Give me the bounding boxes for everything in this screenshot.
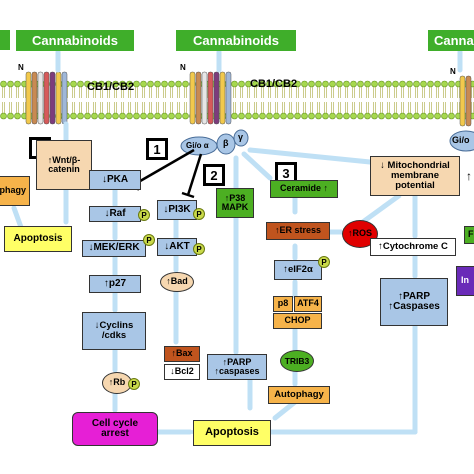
n-terminal-center: N: [180, 63, 186, 72]
g-gamma-shape: [233, 129, 249, 147]
pathway-number-1: 1: [146, 138, 168, 160]
receptor-label-left: CB1/CB2: [87, 81, 135, 93]
node-parp-caspases-mid: ↑PARP ↑caspases: [207, 354, 267, 380]
node-ceramide: Ceramide ↑: [270, 180, 338, 198]
right-edge-arrow-text: ↑: [466, 169, 472, 183]
receptor-right: [459, 75, 472, 127]
node-autophagy-left: phagy: [0, 176, 30, 206]
g-right-shape: [449, 130, 474, 152]
receptor-center: [189, 71, 232, 125]
node-bad: ↑Bad: [160, 272, 194, 292]
cannabinoids-label-2: Cannabinoids: [176, 30, 296, 51]
phospho-raf: P: [138, 209, 150, 221]
node-eif2a: ↑eIF2α: [274, 260, 322, 280]
phospho-rb: P: [128, 378, 140, 390]
phospho-mek: P: [143, 234, 155, 246]
node-raf: ↓Raf: [89, 206, 141, 222]
node-apoptosis-mid: Apoptosis: [193, 420, 271, 446]
node-trib3: TRIB3: [280, 350, 314, 372]
node-p27: ↑p27: [89, 275, 141, 293]
phospho-akt: P: [193, 243, 205, 255]
node-cell-cycle-arrest: Cell cycle arrest: [72, 412, 158, 446]
cannabinoids-label-1: Cannabinoids: [16, 30, 134, 51]
node-mek-erk: ↓MEK/ERK: [82, 240, 146, 257]
n-terminal-left: N: [18, 63, 24, 72]
cannabinoids-label-left-visible: [0, 30, 10, 50]
right-edge-green-node: F: [464, 226, 474, 244]
g-alpha-label: Gi/o α: [186, 141, 209, 150]
node-pi3k: ↓PI3K: [157, 200, 197, 220]
node-bcl2: ↓Bcl2: [164, 364, 200, 380]
cell-membrane: [0, 80, 474, 120]
n-terminal-right: N: [450, 67, 456, 76]
node-autophagy-mid: Autophagy: [268, 386, 330, 404]
pathway-number-2: 2: [203, 164, 225, 186]
g-right-label: Gi/o: [452, 135, 470, 145]
phospho-eif2a: P: [318, 256, 330, 268]
node-cytochrome-c: ↑Cytochrome C: [370, 238, 456, 256]
node-parp-caspases-right: ↑PARP ↑Caspases: [380, 278, 448, 326]
node-wnt-beta-catenin: ↑Wnt/β-catenin: [36, 140, 92, 190]
receptor-label-center: CB1/CB2: [250, 78, 298, 90]
node-atf4: ATF4: [294, 296, 322, 312]
node-apoptosis-left: Apoptosis: [4, 226, 72, 252]
node-pka: ↓PKA: [89, 170, 141, 190]
node-p38-mapk: ↑P38 MAPK: [216, 188, 254, 218]
node-mitochondrial-potential: ↓ Mitochondrial membrane potential: [370, 156, 460, 196]
cannabinoids-label-3: Cannabinoids: [428, 30, 474, 51]
node-bax: ↑Bax: [164, 346, 200, 362]
g-beta-shape: [216, 133, 236, 155]
node-p8: p8: [273, 296, 293, 312]
g-gamma-label: γ: [238, 132, 244, 142]
g-beta-label: β: [223, 138, 229, 148]
right-edge-purple-node: In: [456, 266, 474, 296]
receptor-left: [25, 71, 68, 125]
node-er-stress: ↑ER stress: [266, 222, 330, 240]
node-cyclins-cdks: ↓Cyclins /cdks: [82, 312, 146, 350]
node-akt: ↓AKT: [157, 238, 197, 256]
node-chop: CHOP: [273, 313, 322, 329]
phospho-pi3k: P: [193, 208, 205, 220]
